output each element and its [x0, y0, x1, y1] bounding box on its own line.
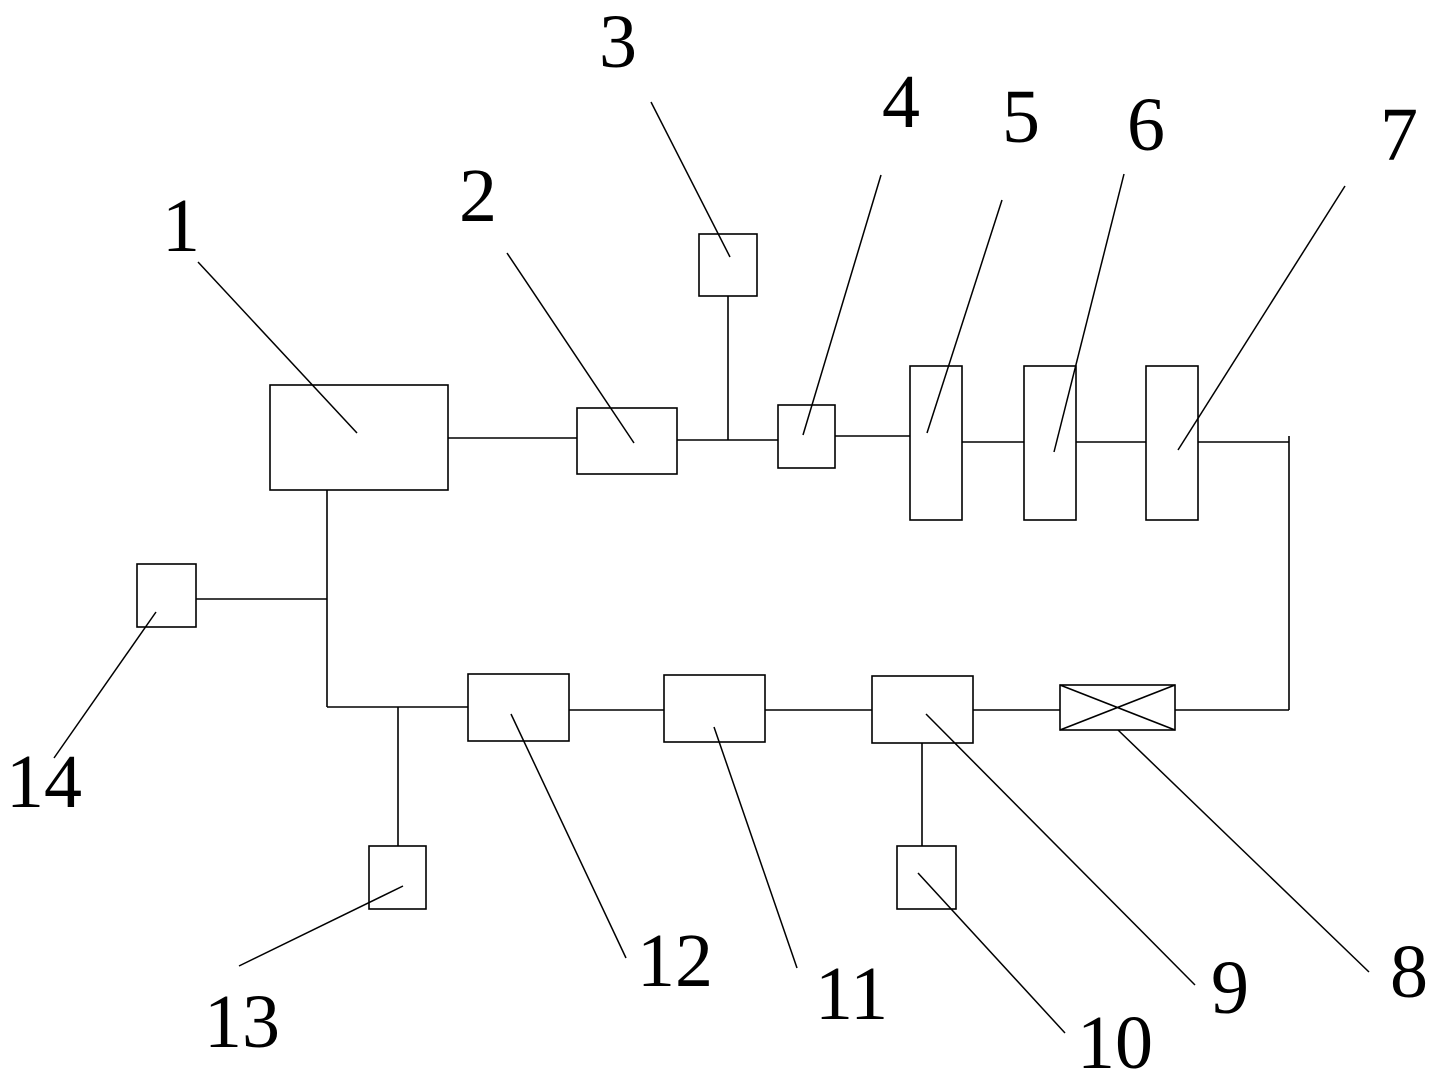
component-13-box [368, 845, 427, 910]
label-10: 10 [1077, 1001, 1153, 1079]
leader-lines [53, 101, 1370, 1034]
label-11: 11 [815, 952, 888, 1036]
leader-12 [510, 713, 627, 959]
component-4-box [777, 404, 836, 469]
component-1-box [269, 384, 449, 491]
label-3: 3 [599, 0, 637, 84]
leader-10 [917, 872, 1066, 1034]
leader-6 [1053, 173, 1125, 453]
label-12: 12 [637, 919, 713, 1003]
label-2: 2 [459, 154, 497, 238]
component-2-box [576, 407, 678, 475]
component-6-box [1023, 365, 1077, 521]
leader-8 [1117, 729, 1370, 973]
component-7-box [1145, 365, 1199, 521]
leader-3 [650, 101, 731, 258]
label-13: 13 [204, 980, 280, 1064]
component-8-valve [1059, 684, 1176, 731]
leader-5 [926, 199, 1003, 434]
components [136, 233, 1199, 910]
label-6: 6 [1127, 83, 1165, 167]
component-5-box [909, 365, 963, 521]
leader-9 [925, 713, 1196, 986]
component-10-box [896, 845, 957, 910]
leader-13 [238, 885, 404, 967]
component-14-box [136, 563, 197, 628]
leader-7 [1177, 185, 1346, 451]
label-14: 14 [6, 740, 82, 824]
component-11-box [663, 674, 766, 743]
leader-11 [713, 726, 798, 969]
label-5: 5 [1002, 75, 1040, 159]
component-9-box [871, 675, 974, 744]
leader-4 [802, 174, 882, 436]
number-labels: 1 2 3 4 5 6 7 8 9 10 11 12 13 14 [6, 0, 1428, 1079]
label-1: 1 [162, 184, 200, 268]
connection-lines [196, 296, 1290, 846]
label-7: 7 [1380, 93, 1418, 177]
component-3-box [698, 233, 758, 297]
label-8: 8 [1390, 930, 1428, 1014]
label-9: 9 [1211, 946, 1249, 1030]
leader-1 [197, 261, 358, 434]
leader-2 [506, 252, 635, 444]
label-4: 4 [882, 60, 920, 144]
leader-14 [53, 611, 157, 759]
